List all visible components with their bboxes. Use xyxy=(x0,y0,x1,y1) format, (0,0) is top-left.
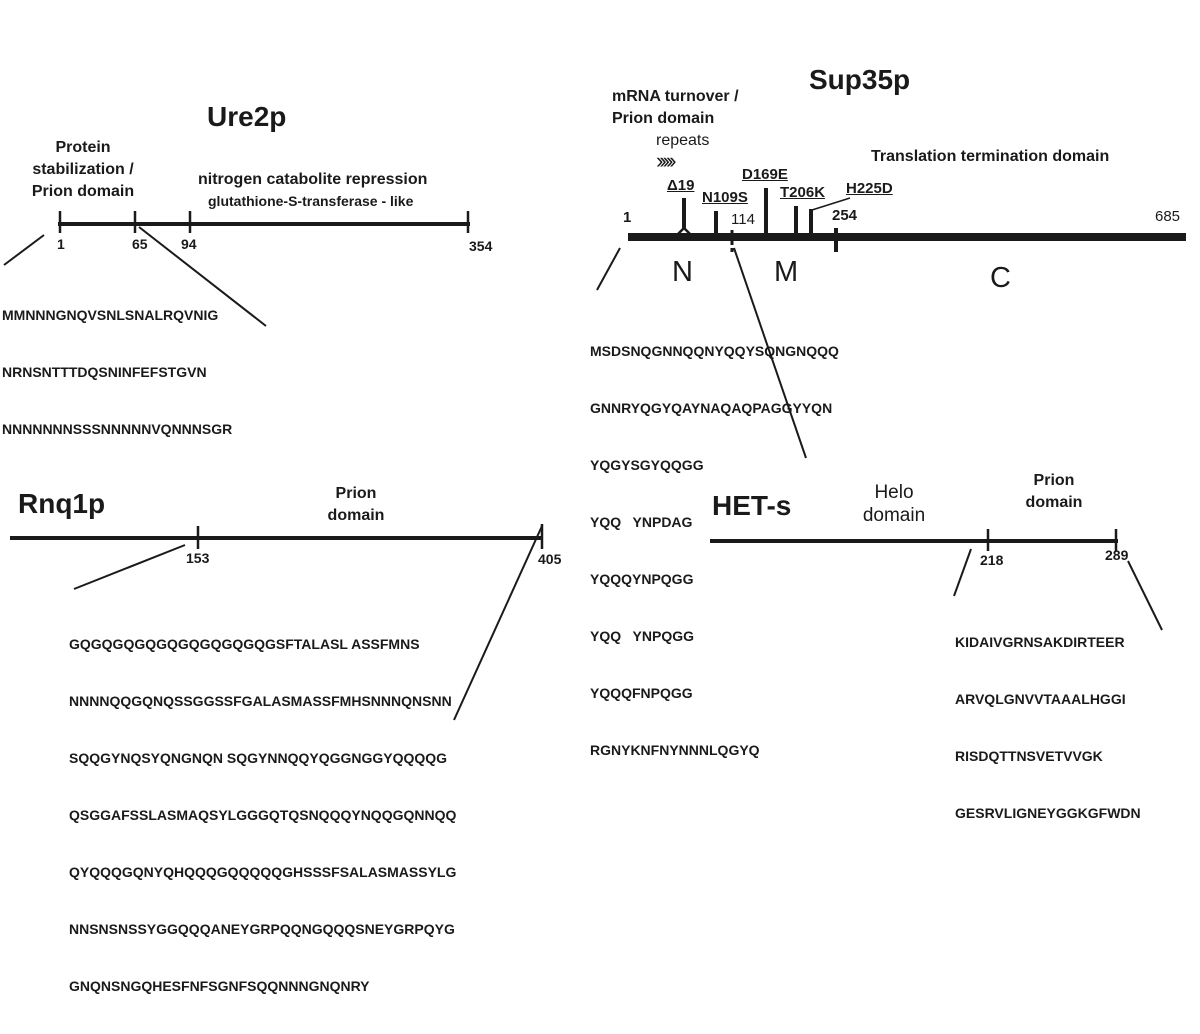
sequence-line: QSGGAFSSLASMAQSYLGGGQTQSNQQQYNQQGQNNQQ xyxy=(69,807,457,823)
hets-helo-label: Helo domain xyxy=(844,481,944,527)
sequence-line: ARVQLGNVVTAAALHGGI xyxy=(955,691,1126,707)
sequence-line: KIDAIVGRNSAKDIRTEER xyxy=(955,634,1125,650)
hets-zoom-line-left xyxy=(953,548,972,597)
sup35p-mrna-label-line: Prion domain xyxy=(612,110,715,127)
rnq1p-tick-label: 405 xyxy=(538,551,562,567)
ure2p-tick-label: 1 xyxy=(57,236,65,252)
sup35p-region-label: N xyxy=(672,256,693,288)
sequence-line: YQQQFNPQGG xyxy=(590,685,693,701)
sup35p-tick-label: 1 xyxy=(623,209,632,226)
sup35p-sequence: MSDSNQGNNQQNYQQYSQNGNQQQ GNNRYQGYQAYNAQA… xyxy=(590,304,839,798)
sequence-line: GNNRYQGYQAYNAQAQPAGGYYQN xyxy=(590,400,833,416)
ure2p-tick-label: 354 xyxy=(469,238,493,254)
rnq1p-zoom-line-left xyxy=(73,544,186,590)
sup35p-mutation-label: D169E xyxy=(742,166,788,183)
hets-title: HET-s xyxy=(712,490,792,521)
sup35p-mrna-label-line: mRNA turnover / xyxy=(612,88,739,105)
rnq1p-sequence: GQGQGQGQGQGQGQGQGQGSFTALASL ASSFMNS NNNN… xyxy=(69,597,456,1034)
sequence-line: GESRVLIGNEYGGKGFWDN xyxy=(955,805,1141,821)
hets-tick-label: 218 xyxy=(980,552,1004,568)
ure2p-nitrogen-label: nitrogen catabolite repression xyxy=(198,171,428,188)
sequence-line: YQQQYNPQGG xyxy=(590,571,694,587)
sup35p-mut-d19-foot xyxy=(675,226,693,237)
sup35p-zoom-line-right xyxy=(733,247,807,459)
hets-prion-label-line: Prion xyxy=(1033,472,1075,489)
ure2p-tick-label: 94 xyxy=(181,236,197,252)
hets-zoom-line-right xyxy=(1127,560,1163,631)
sup35p-mrna-label: mRNA turnover / Prion domain xyxy=(612,86,739,130)
sup35p-tick-label: 254 xyxy=(832,207,858,224)
hets-sequence: KIDAIVGRNSAKDIRTEER ARVQLGNVVTAAALHGGI R… xyxy=(955,595,1141,861)
ure2p-prion-label-line: stabilization / xyxy=(32,161,134,178)
sup35p-tick-label: 685 xyxy=(1155,208,1181,225)
sup35p-region-label: C xyxy=(990,262,1011,294)
sup35p-translation-label: Translation termination domain xyxy=(871,148,1110,165)
sequence-line: NNSNSNSSYGGQQQANEYGRPQQNGQQQSNEYGRPQYG xyxy=(69,921,455,937)
ure2p-sequence: MMNNNGNQVSNLSNALRQVNIG NRNSNTTTDQSNINFEF… xyxy=(2,268,232,477)
figure-lines xyxy=(3,188,1186,721)
sup35p-repeats-label: repeats xyxy=(656,132,710,149)
hets-prion-label-line: domain xyxy=(1025,494,1083,511)
rnq1p-tick-label: 153 xyxy=(186,550,210,566)
hets-prion-label: Prion domain xyxy=(1014,470,1094,514)
sequence-line: RGNYKNFNYNNNLQGYQ xyxy=(590,742,760,758)
sequence-line: QYQQQGQNYQHQQQGQQQQQGHSSSFSALASMASSYLG xyxy=(69,864,457,880)
sup35p-mutation-label: N109S xyxy=(702,189,748,206)
hets-helo-label-line: Helo xyxy=(874,482,914,503)
ure2p-gst-label: glutathione-S-transferase - like xyxy=(208,193,414,209)
sup35p-zoom-line-left xyxy=(596,247,621,291)
sequence-line: NRNSNTTTDQSNINFEFSTGVN xyxy=(2,364,207,380)
sequence-line: YQQ YNPQGG xyxy=(590,628,694,644)
rnq1p-prion-label: Prion domain xyxy=(316,483,396,527)
rnq1p-zoom-line-right xyxy=(453,525,543,721)
ure2p-prion-label: Protein stabilization / Prion domain xyxy=(14,137,152,203)
sequence-line: MMNNNGNQVSNLSNALRQVNIG xyxy=(2,307,219,323)
sup35p-mutation-label: Δ19 xyxy=(667,177,695,194)
sequence-line: RISDQTTNSVETVVGK xyxy=(955,748,1103,764)
rnq1p-title: Rnq1p xyxy=(18,488,106,519)
sequence-line: NNNNNNNSSSNNNNNVQNNNSGR xyxy=(2,421,233,437)
sequence-line: GQGQGQGQGQGQGQGQGQGSFTALASL ASSFMNS xyxy=(69,636,420,652)
ure2p-zoom-line-left xyxy=(3,234,45,266)
sup35p-title: Sup35p xyxy=(809,64,911,95)
ure2p-prion-label-line: Protein xyxy=(55,139,111,156)
ure2p-zoom-line-right xyxy=(138,226,267,327)
ure2p-prion-label-line: Prion domain xyxy=(31,183,135,200)
sup35p-mutation-label: H225D xyxy=(846,180,893,197)
sequence-line: MSDSNQGNNQQNYQQYSQNGNQQQ xyxy=(590,343,839,359)
figure-canvas: Ure2p Protein stabilization / Prion doma… xyxy=(2,64,1186,994)
sup35p-region-label: M xyxy=(774,256,799,288)
sequence-line: NNNNQQGQNQSSGGSSFGALASMASSFMHSNNNQNSNN xyxy=(69,693,452,709)
rnq1p-prion-label-line: Prion xyxy=(335,485,377,502)
sup35p-tick-label: 114 xyxy=(731,211,755,228)
sup35p-h225d-leader xyxy=(811,197,851,211)
sup35p-mutation-label: T206K xyxy=(780,184,826,201)
sup35p-repeats-icon: ››››› xyxy=(656,148,677,173)
sequence-line: GNQNSNGQHESFNFSGNFSQQNNNGNQNRY xyxy=(69,978,370,994)
rnq1p-prion-label-line: domain xyxy=(327,507,385,524)
hets-tick-label: 289 xyxy=(1105,547,1129,563)
sequence-line: YQGYSGYQQGG xyxy=(590,457,704,473)
sequence-line: SQQGYNQSYQNGNQN SQGYNNQQYQGGNGGYQQQQG xyxy=(69,750,448,766)
hets-helo-label-line: domain xyxy=(862,505,926,526)
sequence-line: YQQ YNPDAG xyxy=(590,514,693,530)
ure2p-title: Ure2p xyxy=(207,101,287,132)
ure2p-tick-label: 65 xyxy=(132,236,148,252)
